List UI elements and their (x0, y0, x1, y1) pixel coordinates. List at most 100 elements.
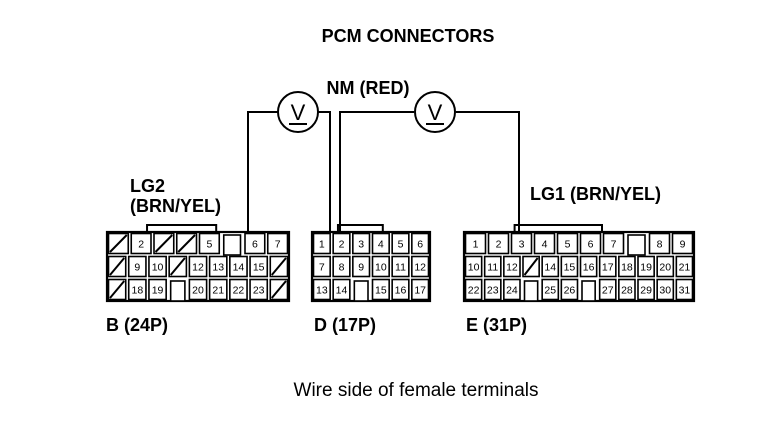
terminal-number: 19 (640, 262, 652, 274)
terminal-number: 12 (192, 262, 204, 274)
unused-terminal (522, 255, 540, 278)
terminal-cell: 2 (487, 232, 510, 255)
terminal-number: 8 (657, 239, 663, 251)
terminal-cell: 26 (560, 278, 579, 301)
terminal-number: 3 (519, 239, 525, 251)
wire-b6 (247, 111, 278, 254)
terminal-cell: 18 (618, 255, 636, 278)
terminal-cell: 11 (483, 255, 502, 278)
unused-terminal (107, 232, 130, 255)
connector-d-label: D (17P) (314, 315, 376, 335)
terminal-number: 11 (395, 262, 406, 274)
terminal-cell: 16 (391, 278, 410, 301)
diagram-title: PCM CONNECTORS (322, 26, 495, 46)
terminal-number: 2 (496, 239, 502, 251)
terminal-cell: 8 (332, 255, 351, 278)
keyway-notch (353, 280, 369, 302)
terminal-number: 11 (487, 262, 498, 274)
terminal-number: 5 (565, 239, 571, 251)
unused-terminal (269, 255, 289, 278)
terminal-number: 23 (253, 285, 265, 297)
terminal-number: 2 (138, 239, 144, 251)
terminal-cell: 12 (411, 255, 430, 278)
terminal-number: 6 (417, 239, 423, 251)
caption: Wire side of female terminals (294, 380, 539, 401)
terminal-number: 25 (544, 285, 556, 297)
terminal-cell: 16 (579, 255, 598, 278)
terminal-cell: 15 (371, 278, 390, 301)
terminal-number: 24 (506, 285, 518, 297)
terminal-cell: 25 (541, 278, 560, 301)
terminal-cell: 4 (533, 232, 556, 255)
connector-lock-tab (146, 224, 218, 232)
terminal-number: 16 (583, 262, 595, 274)
terminal-number: 15 (253, 262, 265, 274)
keyway-notch (523, 280, 539, 302)
terminal-number: 17 (602, 262, 614, 274)
terminal-number: 1 (473, 239, 479, 251)
terminal-number: 2 (339, 239, 345, 251)
terminal-cell: 21 (675, 255, 694, 278)
terminal-cell: 10 (148, 255, 167, 278)
terminal-number: 18 (131, 285, 143, 297)
terminal-cell: 2 (332, 232, 351, 255)
terminal-number: 21 (679, 262, 691, 274)
terminal-cell: 9 (352, 255, 371, 278)
keyway-notch (169, 280, 186, 302)
terminal-number: 9 (358, 262, 364, 274)
terminal-cell: 9 (127, 255, 147, 278)
terminal-cell: 2 (130, 232, 152, 255)
terminal-cell: 5 (198, 232, 221, 255)
terminal-number: 15 (375, 285, 387, 297)
terminal-number: 29 (640, 285, 652, 297)
terminal-cell: 28 (618, 278, 636, 301)
terminal-number: 27 (602, 285, 614, 297)
terminal-cell: 6 (411, 232, 430, 255)
connector-b-label: B (24P) (106, 315, 168, 335)
lg1-label: LG1 (BRN/YEL) (530, 184, 661, 204)
terminal-cell: 23 (249, 278, 269, 301)
meter-label: NM (RED) (327, 78, 410, 98)
terminal-number: 31 (679, 285, 691, 297)
terminal-cell: 11 (391, 255, 410, 278)
terminal-cell: 7 (266, 232, 289, 255)
terminal-cell: 21 (208, 278, 228, 301)
terminal-cell: 18 (127, 278, 147, 301)
terminal-cell: 22 (229, 278, 248, 301)
terminal-cell: 22 (464, 278, 483, 301)
connector-e-label: E (31P) (466, 315, 527, 335)
terminal-cell: 17 (411, 278, 430, 301)
keyway-notch (222, 234, 242, 256)
terminal-cell: 30 (656, 278, 675, 301)
voltmeter-left-symbol: V (291, 100, 306, 125)
unused-terminal (153, 232, 175, 255)
terminal-cell: 24 (503, 278, 521, 301)
terminal-cell: 8 (648, 232, 671, 255)
terminal-number: 9 (680, 239, 686, 251)
unused-terminal (168, 255, 188, 278)
terminal-cell: 20 (188, 278, 208, 301)
unused-terminal (269, 278, 289, 301)
terminal-cell: 15 (560, 255, 579, 278)
terminal-number: 6 (588, 239, 594, 251)
terminal-number: 10 (468, 262, 480, 274)
terminal-cell: 19 (148, 278, 167, 301)
terminal-cell: 6 (244, 232, 266, 255)
voltmeter-right-symbol: V (428, 100, 443, 125)
terminal-number: 8 (339, 262, 345, 274)
terminal-number: 12 (414, 262, 426, 274)
unused-terminal (107, 278, 127, 301)
voltmeter-left: V (277, 91, 319, 133)
terminal-number: 22 (233, 285, 245, 297)
terminal-number: 13 (212, 262, 224, 274)
terminal-number: 14 (233, 262, 245, 274)
terminal-number: 14 (336, 285, 348, 297)
terminal-cell: 5 (391, 232, 410, 255)
terminal-cell: 6 (579, 232, 602, 255)
terminal-number: 4 (542, 239, 548, 251)
terminal-number: 17 (414, 285, 426, 297)
terminal-number: 7 (275, 239, 281, 251)
terminal-number: 1 (319, 239, 325, 251)
